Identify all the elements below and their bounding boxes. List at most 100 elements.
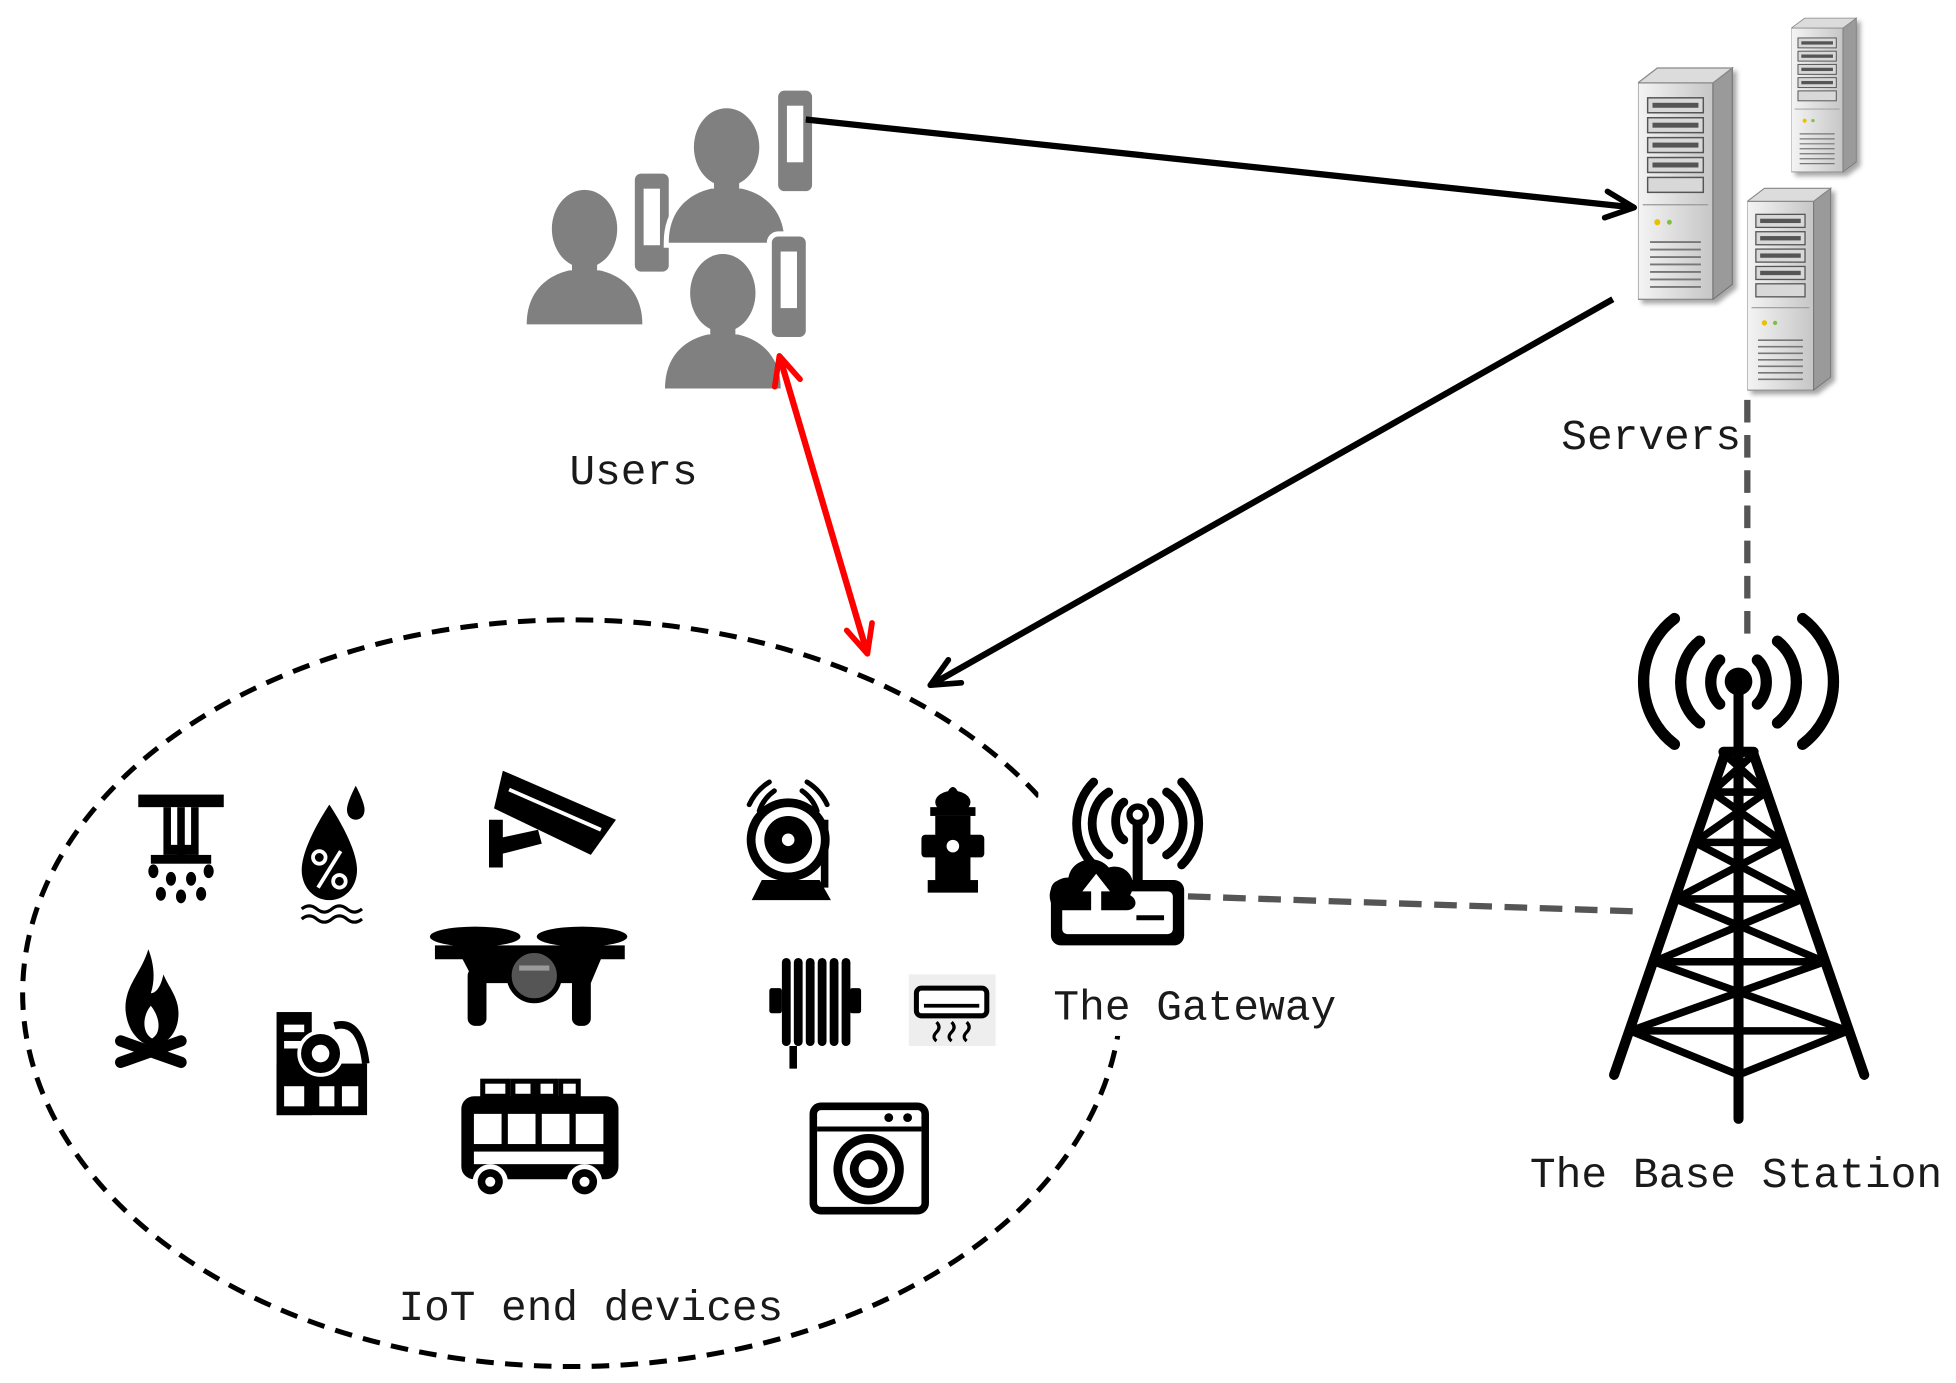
gateway-icon: [1049, 777, 1204, 946]
boiler-window: [284, 1086, 305, 1107]
tower-lattice: [1626, 750, 1852, 1079]
flame: [125, 949, 179, 1046]
smartphone-icon: [629, 168, 674, 277]
person-silhouette: [668, 108, 785, 243]
fire-alarm-bell-icon: [746, 779, 831, 901]
phone-screen: [780, 251, 797, 309]
air-flow-lines: [932, 1020, 971, 1043]
camera-highlight: [508, 787, 602, 832]
hydrant-base: [927, 880, 978, 893]
drone-rotor: [429, 926, 521, 947]
tower-signal-waves: [1637, 612, 1840, 750]
percent-symbol-slash: [316, 850, 343, 889]
server-tower-1: [1637, 67, 1734, 301]
bus-hub: [579, 1176, 590, 1187]
base-station-label: The Base Station: [1530, 1151, 1942, 1200]
radiator-fin: [793, 957, 803, 1046]
servers-label: Servers: [1561, 413, 1741, 462]
ac-unit: [913, 985, 990, 1019]
users-label: Users: [569, 448, 697, 497]
signal-wave: [1072, 777, 1099, 870]
percent-symbol-dot: [311, 849, 328, 866]
inner-flame: [144, 1005, 159, 1039]
boiler-window: [319, 1086, 335, 1107]
radiator-connector: [769, 988, 782, 1014]
cctv-camera-icon: [489, 770, 616, 868]
bus-roof-rack: [558, 1078, 581, 1099]
water-waves: [300, 904, 364, 924]
person-silhouette: [664, 254, 781, 389]
phone-screen: [786, 105, 804, 163]
radiator-fin: [805, 957, 815, 1046]
tower-legs: [1609, 749, 1870, 1080]
sprinkler-stem: [177, 807, 185, 858]
fire-sprinkler-icon: [138, 794, 224, 904]
user-person-3: [665, 254, 781, 389]
signal-wave: [1637, 612, 1681, 750]
servers-to-devices-arrow: [927, 296, 1615, 689]
person-silhouette: [526, 189, 643, 325]
percent-symbol-dot: [331, 873, 348, 890]
water-drop: [165, 871, 176, 886]
bus-window: [575, 1113, 604, 1145]
users-devices-double-arrow: [771, 353, 875, 657]
drone-leg: [467, 968, 487, 1026]
user-person-1: [527, 190, 643, 325]
signal-wave: [1162, 787, 1188, 860]
tower-antenna-node: [1724, 667, 1753, 696]
servers-icon: [1637, 17, 1857, 391]
bell-base: [751, 880, 831, 901]
sprinkler-mount: [138, 794, 224, 808]
fire-icon: [115, 949, 187, 1068]
bus-roof-rack: [510, 1078, 536, 1099]
signal-wave: [1147, 797, 1165, 845]
water-drop: [196, 886, 207, 901]
users-icon: [527, 85, 818, 389]
signal-wave: [1177, 777, 1204, 870]
radiator-fin: [817, 957, 827, 1046]
small-water-drop: [346, 785, 365, 820]
radiator-pipe: [789, 1045, 797, 1069]
bus-icon: [461, 1078, 619, 1200]
boiler-window: [341, 1086, 359, 1107]
bell-center: [781, 833, 795, 847]
radiator-fin: [841, 957, 851, 1046]
water-drop: [186, 871, 197, 886]
washer-knob: [884, 1113, 894, 1123]
air-conditioner-icon: [908, 974, 996, 1046]
gateway-to-base-station-link: [1187, 893, 1641, 915]
signal-wave: [1675, 635, 1706, 729]
water-drop: [155, 886, 166, 901]
sound-wave: [804, 779, 830, 808]
boiler-pipe: [333, 1021, 370, 1065]
signal-wave: [1111, 797, 1129, 845]
drone-icon: [429, 926, 628, 1026]
camera-mount: [489, 819, 542, 868]
sprinkler-deflector: [150, 854, 212, 864]
bus-window: [541, 1113, 570, 1145]
firewood-log: [115, 1035, 187, 1068]
radiator-fin: [781, 957, 791, 1046]
server-tower-2: [1791, 17, 1857, 173]
water-drop: [175, 889, 187, 904]
user-person-2: [669, 108, 785, 243]
gateway-antenna-mast: [1132, 817, 1143, 891]
gateway-antenna-node-center: [1132, 809, 1143, 820]
sound-wave: [746, 779, 772, 808]
signal-wave: [1751, 654, 1772, 710]
boiler-window: [284, 1024, 305, 1033]
boiler-window: [284, 1040, 305, 1049]
radiator-connector: [849, 988, 862, 1014]
humidity-sensor-icon: [300, 785, 365, 924]
iot-devices-group: [115, 770, 996, 1215]
bus-window: [507, 1113, 536, 1145]
boiler-room-icon: [276, 1012, 370, 1116]
drone-leg: [571, 968, 591, 1026]
water-drop: [203, 864, 214, 879]
radiator-fin: [829, 957, 839, 1046]
hydrant-rim: [930, 807, 976, 816]
phone-screen: [643, 188, 660, 246]
upload-arrow-icon: [1082, 873, 1110, 916]
water-drop: [148, 864, 159, 879]
